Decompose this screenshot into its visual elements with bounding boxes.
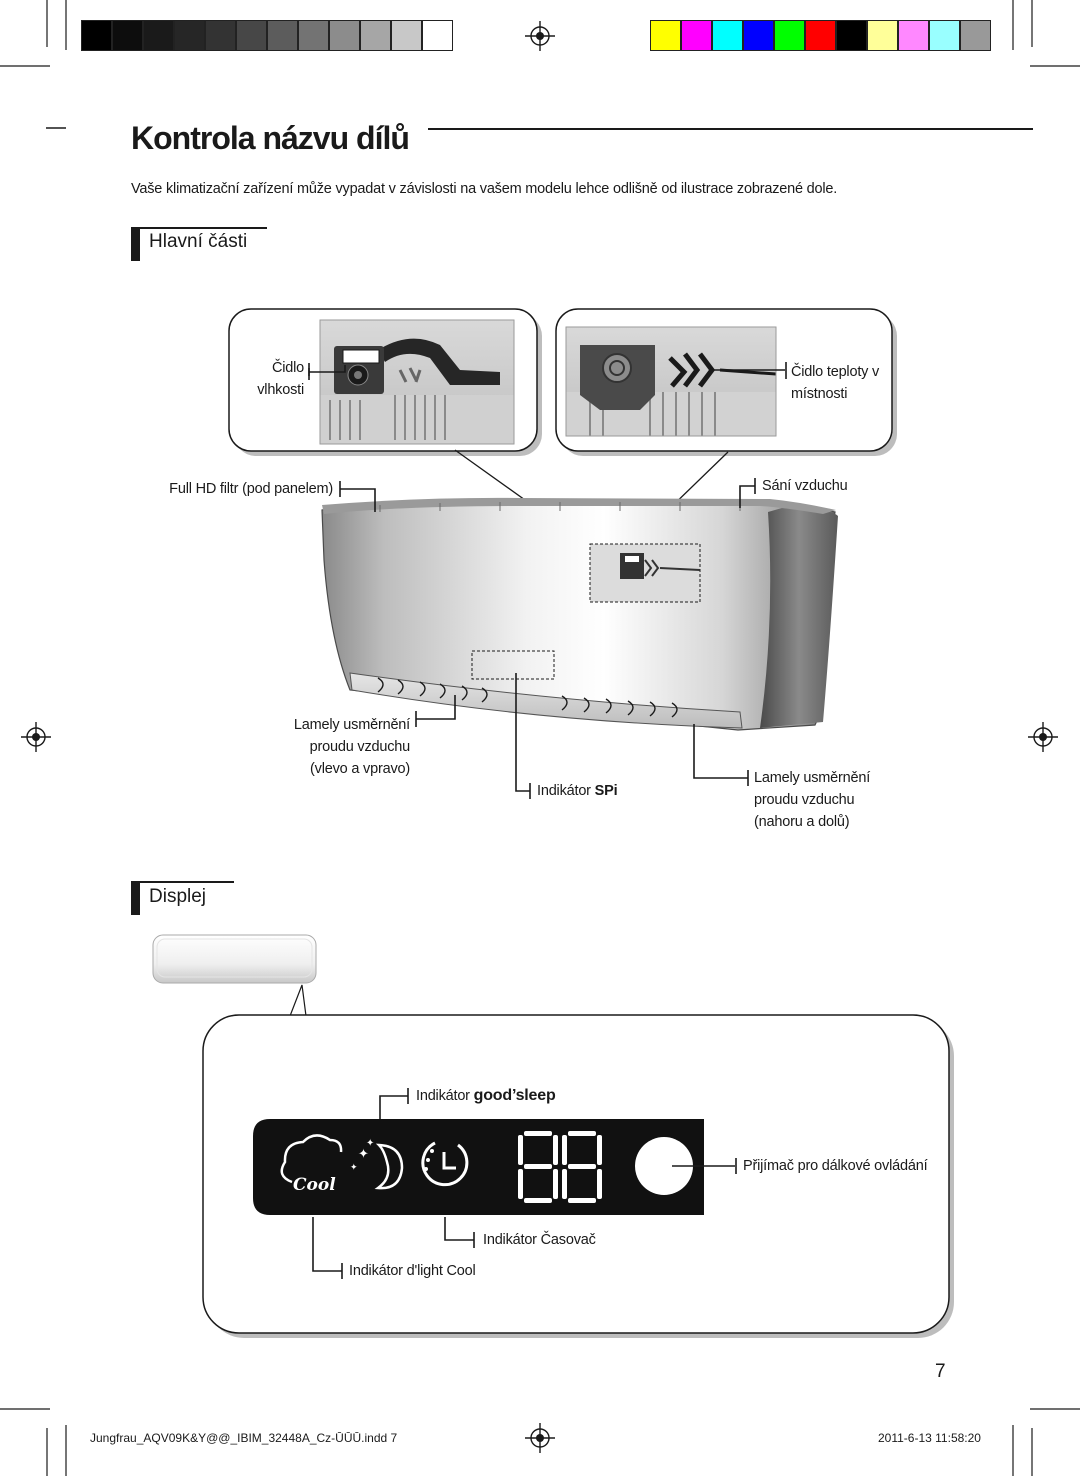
print-swatch	[774, 20, 805, 51]
digit-segment	[518, 1169, 523, 1199]
svg-text:✦: ✦	[366, 1138, 374, 1149]
section-title-main-parts: Hlavní části	[149, 231, 248, 252]
print-swatch	[805, 20, 836, 51]
print-swatch	[81, 20, 112, 51]
print-swatch	[422, 20, 453, 51]
goodsleep-icon: ✦ ✦ ✦	[350, 1138, 404, 1190]
digit-segment	[524, 1198, 552, 1203]
display-module-thumbnail	[152, 934, 317, 984]
print-swatch	[960, 20, 991, 51]
print-swatch	[712, 20, 743, 51]
louver-up-down-label: Lamely usměrnění proudu vzduchu (nahoru …	[754, 770, 871, 830]
intro-text: Vaše klimatizační zařízení může vypadat …	[131, 181, 838, 197]
seven-segment-display	[518, 1131, 602, 1203]
grayscale-strip	[81, 20, 453, 51]
cool-icon-text: Cool	[293, 1175, 336, 1195]
filter-label: Full HD filtr (pod panelem)	[169, 481, 333, 497]
section-marker-main-parts	[131, 227, 140, 261]
print-swatch	[743, 20, 774, 51]
dlight-cool-indicator-label: Indikátor d'light Cool	[349, 1263, 476, 1279]
print-swatch	[867, 20, 898, 51]
print-swatch	[836, 20, 867, 51]
digit-segment	[562, 1169, 567, 1199]
digit-segment	[568, 1198, 596, 1203]
print-swatch	[681, 20, 712, 51]
print-swatch	[650, 20, 681, 51]
receiver-window	[635, 1137, 693, 1195]
digit-segment	[568, 1131, 596, 1136]
section-rule-display	[131, 881, 234, 883]
print-swatch	[298, 20, 329, 51]
digit-segment	[553, 1169, 558, 1199]
room-temperature-sensor-zoom	[555, 308, 897, 456]
digit-segment	[553, 1135, 558, 1165]
footer-timestamp: 2011-6-13 11:58:20	[878, 1431, 981, 1445]
louver-left-right-label: Lamely usměrnění proudu vzduchu (vlevo a…	[293, 717, 410, 777]
print-swatch	[174, 20, 205, 51]
digit-segment	[597, 1169, 602, 1199]
print-swatch	[236, 20, 267, 51]
print-swatch	[898, 20, 929, 51]
print-swatch	[205, 20, 236, 51]
svg-text:✦: ✦	[350, 1163, 358, 1173]
timer-icon	[421, 1141, 469, 1187]
timer-indicator-label: Indikátor Časovač	[483, 1232, 596, 1248]
digit-segment	[524, 1164, 552, 1169]
print-swatch	[391, 20, 422, 51]
remote-receiver-label: Přijímač pro dálkové ovládání	[743, 1158, 928, 1174]
spi-indicator-label: Indikátor SPi	[537, 783, 618, 799]
footer-filename: Jungfrau_AQV09K&Y@@_IBIM_32448A_Cz-ŪŪŪ.i…	[90, 1431, 398, 1445]
page-title: Kontrola názvu dílů	[131, 120, 410, 156]
print-swatch	[267, 20, 298, 51]
digit-segment	[597, 1135, 602, 1165]
digit-segment	[518, 1135, 523, 1165]
digit-segment	[524, 1131, 552, 1136]
goodsleep-indicator-label: Indikátor good’sleep	[416, 1087, 556, 1104]
digit-segment	[568, 1164, 596, 1169]
section-title-display: Displej	[149, 886, 207, 907]
print-swatch	[143, 20, 174, 51]
air-intake-label: Sání vzduchu	[762, 478, 848, 494]
page-number: 7	[935, 1361, 946, 1382]
section-marker-display	[131, 881, 140, 915]
section-rule-main-parts	[131, 227, 267, 229]
humidity-sensor-label: Čidlo vlhkosti	[257, 360, 304, 398]
color-strip	[650, 20, 991, 51]
room-temperature-sensor-label: Čidlo teploty v místnosti	[791, 364, 880, 402]
humidity-sensor-zoom	[228, 308, 542, 456]
print-swatch	[112, 20, 143, 51]
digit-segment	[562, 1135, 567, 1165]
title-rule	[428, 128, 1033, 130]
svg-text:✦: ✦	[358, 1147, 369, 1162]
print-swatch	[360, 20, 391, 51]
print-swatch	[929, 20, 960, 51]
print-swatch	[329, 20, 360, 51]
